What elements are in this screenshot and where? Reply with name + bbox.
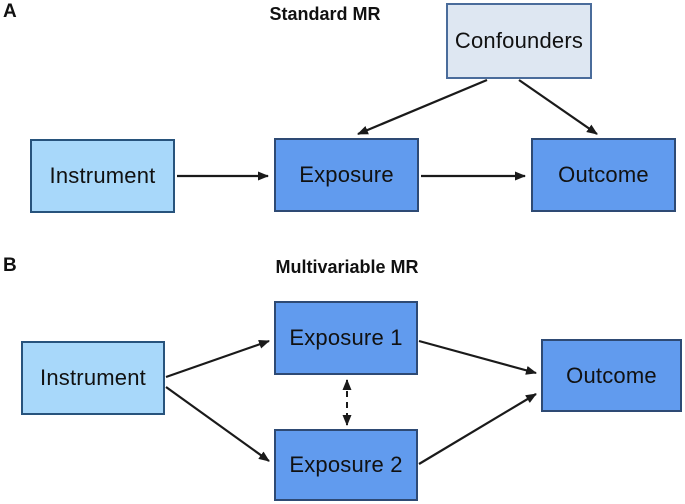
node-exposure2-label: Exposure 2 <box>289 452 403 477</box>
arrow-confounders-to-exposure <box>357 78 488 136</box>
panel-a-label: A <box>3 1 17 22</box>
node-instrument-a-label: Instrument <box>49 163 156 188</box>
arrow-exposure2-to-outcome <box>418 393 537 465</box>
node-confounders-label: Confounders <box>454 28 584 53</box>
panel-a-title: Standard MR <box>269 4 381 24</box>
panel-b-label: B <box>3 255 17 276</box>
node-instrument-b-label: Instrument <box>40 365 146 390</box>
node-instrument-a: Instrument <box>30 139 175 213</box>
node-outcome-a-label: Outcome <box>558 162 649 187</box>
node-outcome-a: Outcome <box>531 138 676 212</box>
node-exposure1: Exposure 1 <box>274 301 418 375</box>
node-outcome-b: Outcome <box>541 339 682 412</box>
arrow-instrument-to-exposure1 <box>165 339 270 379</box>
node-instrument-b: Instrument <box>21 341 165 415</box>
arrow-instrument-to-exposure2 <box>165 386 270 462</box>
node-exposure: Exposure <box>274 138 419 212</box>
node-exposure1-label: Exposure 1 <box>289 325 403 350</box>
panel-b-title: Multivariable MR <box>275 257 419 277</box>
node-exposure-label: Exposure <box>299 162 394 187</box>
node-confounders: Confounders <box>446 3 592 79</box>
arrow-confounders-to-outcome <box>518 79 598 135</box>
node-outcome-b-label: Outcome <box>566 362 657 388</box>
node-exposure2: Exposure 2 <box>274 429 418 501</box>
arrow-exposure1-to-outcome <box>418 339 537 375</box>
